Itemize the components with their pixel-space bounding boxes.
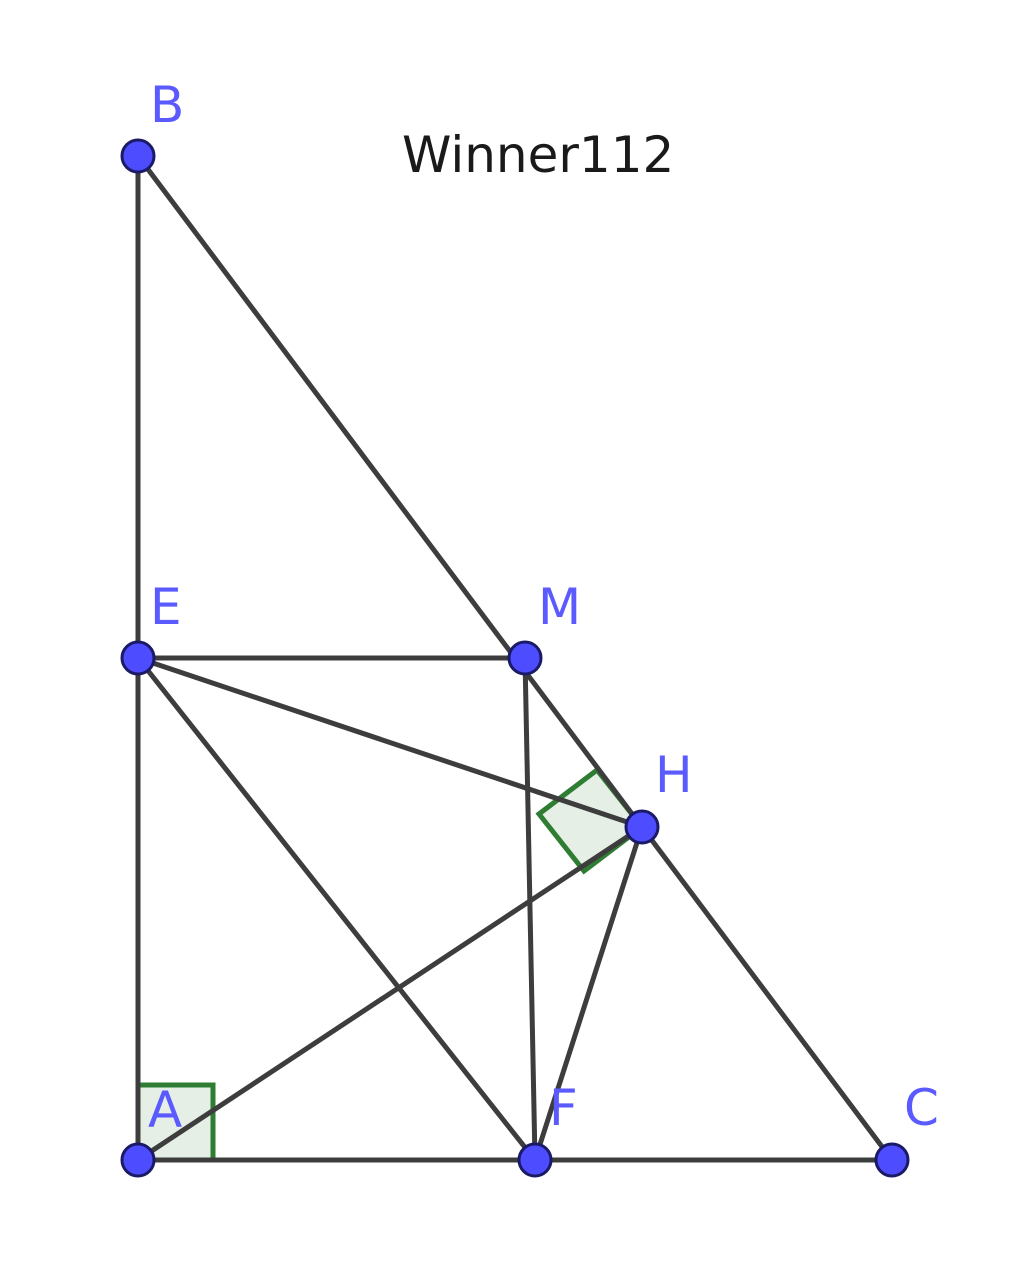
label-m: M <box>538 578 581 636</box>
point-m[interactable] <box>507 640 543 676</box>
point-c[interactable] <box>874 1142 910 1178</box>
point-e[interactable] <box>120 640 156 676</box>
segment-ah <box>135 824 645 1163</box>
label-f: F <box>549 1079 578 1137</box>
segment-hf <box>532 824 645 1163</box>
point-h[interactable] <box>624 809 660 845</box>
caption-text: Winner112 <box>402 126 674 184</box>
point-b[interactable] <box>120 138 156 174</box>
label-a: A <box>148 1081 182 1139</box>
label-c: C <box>904 1079 939 1137</box>
segment-ef <box>135 655 538 1163</box>
label-e: E <box>150 578 182 636</box>
point-f[interactable] <box>517 1142 553 1178</box>
segment-mf <box>522 655 538 1163</box>
segment-eh <box>135 655 645 830</box>
label-b: B <box>150 76 184 134</box>
label-h: H <box>655 746 693 804</box>
point-a[interactable] <box>120 1142 156 1178</box>
